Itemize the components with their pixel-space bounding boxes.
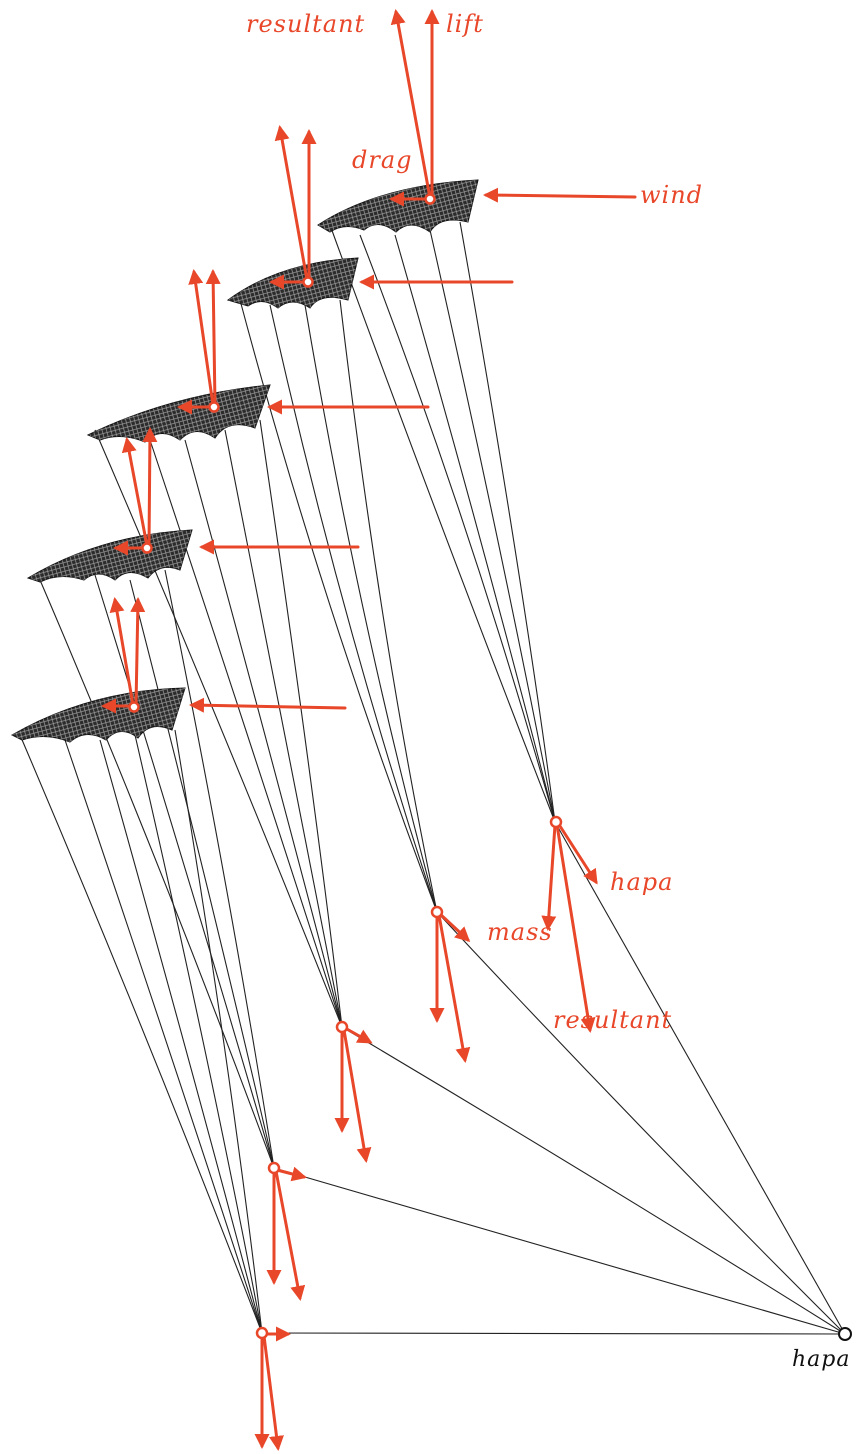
force-arrows — [101, 9, 637, 1451]
label-drag: drag — [352, 146, 413, 174]
kite-1 — [317, 179, 479, 233]
resultant-arrow-bottom — [555, 823, 596, 1033]
label-lift: lift — [446, 10, 484, 38]
hapa-arrow — [556, 821, 598, 885]
hapa-anchor-node — [838, 1327, 852, 1341]
label-hapa-anchor: hapa — [792, 1347, 850, 1372]
kite-5 — [10, 687, 186, 743]
mass-arrow — [541, 823, 557, 931]
wind-arrow-top — [483, 187, 637, 203]
tether-lines — [19, 221, 846, 1335]
label-wind: wind — [640, 181, 703, 209]
resultant-arrow-top — [390, 9, 432, 200]
kites — [10, 179, 479, 743]
label-resultant-top: resultant — [246, 10, 365, 38]
label-hapa-right: hapa — [610, 868, 673, 896]
kite-3 — [86, 384, 271, 443]
label-mass: mass — [487, 918, 553, 946]
label-resultant-bottom: resultant — [553, 1006, 672, 1034]
kite-4 — [26, 529, 193, 583]
force-nodes — [128, 193, 852, 1341]
labels: resultant lift drag wind hapa mass resul… — [246, 10, 850, 1372]
